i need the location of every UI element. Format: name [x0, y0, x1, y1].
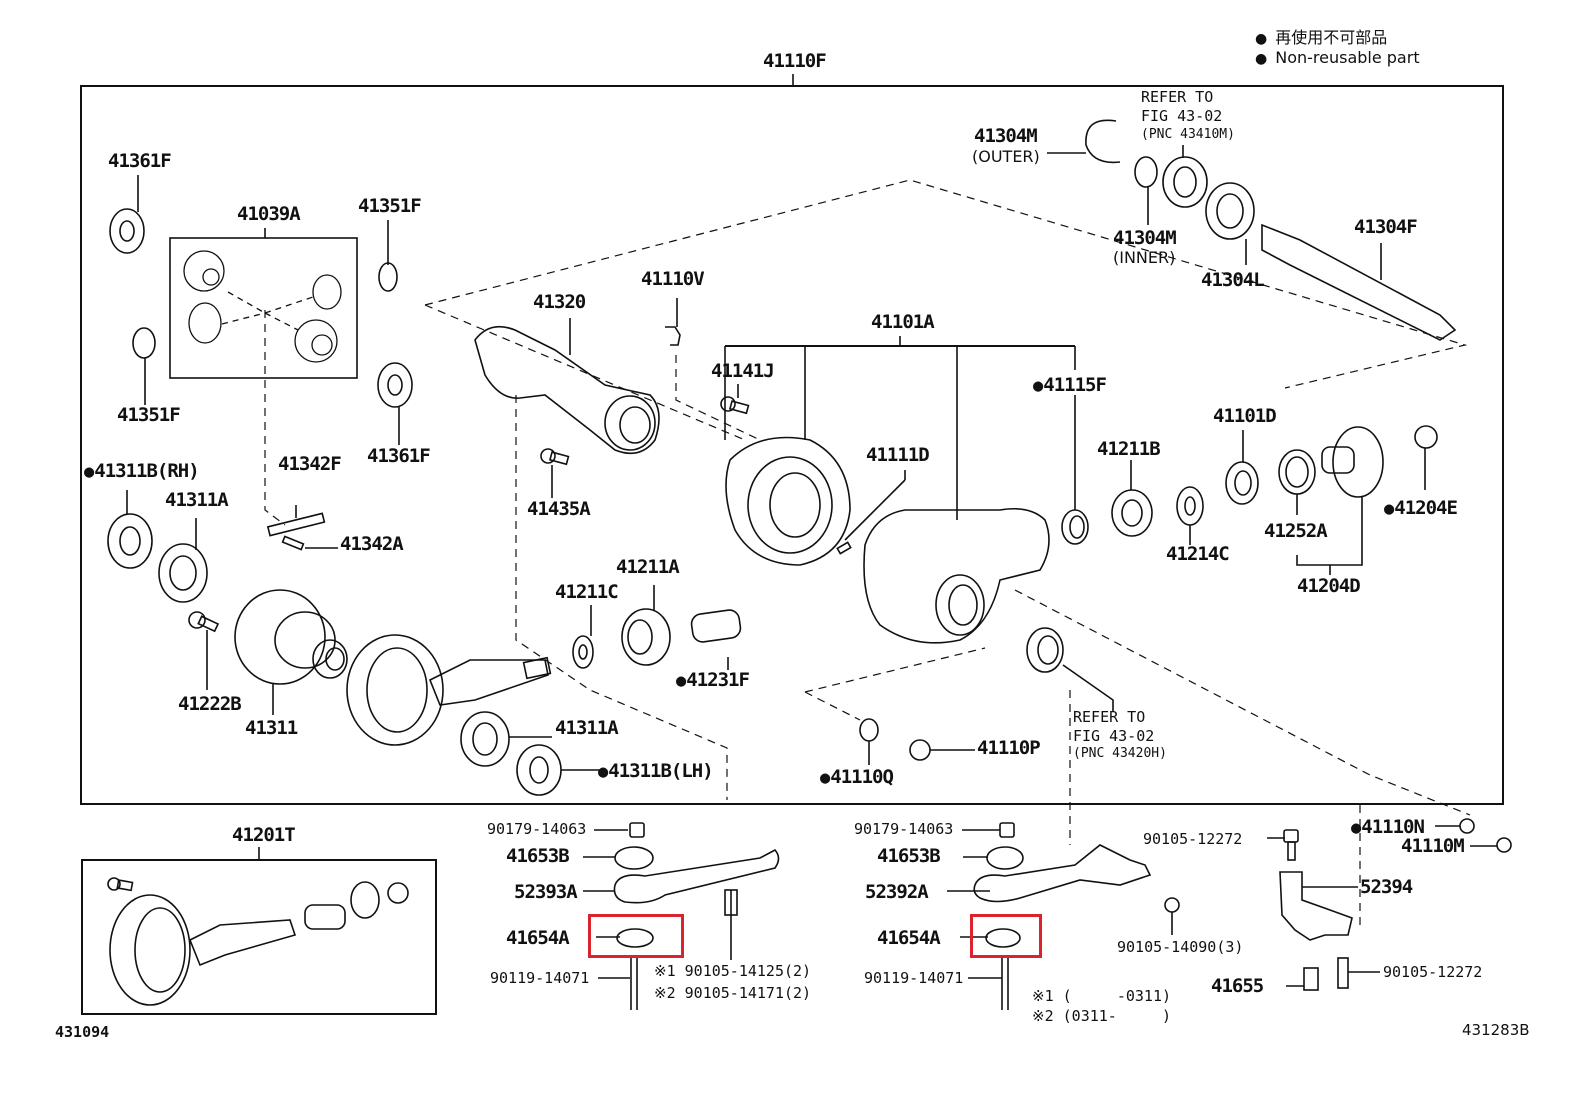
guide-lines	[264, 179, 1471, 930]
non-reusable-bullet-icon: ●	[1255, 51, 1268, 67]
part-label-41311A[interactable]: 41311A	[555, 717, 619, 739]
part-label-41211B[interactable]: 41211B	[1097, 438, 1161, 460]
note-1-right[interactable]: ※1 ( -0311)	[1032, 987, 1171, 1005]
part-label-41110N[interactable]: 41110N	[1351, 818, 1425, 837]
part-label-41654A[interactable]: 41654A	[506, 927, 570, 949]
part-label-41039A[interactable]: 41039A	[237, 203, 301, 225]
refer-note-bottom-line3[interactable]: (PNC 43420H)	[1073, 746, 1167, 761]
part-label-41222B[interactable]: 41222B	[178, 693, 242, 715]
part-label-41101A[interactable]: 41101A	[871, 311, 935, 333]
note-2-right[interactable]: ※2 (0311- )	[1032, 1007, 1171, 1025]
part-label-90179-14063[interactable]: 90179-14063	[487, 820, 587, 838]
part-label-90105-12272-top[interactable]: 90105-12272	[1143, 830, 1243, 848]
part-label-41351F[interactable]: 41351F	[117, 404, 181, 426]
part-label-41342F[interactable]: 41342F	[278, 453, 342, 475]
kit-frame	[81, 859, 437, 1015]
part-label-41351F[interactable]: 41351F	[358, 195, 422, 217]
right-mount-art	[947, 822, 1180, 1010]
part-label-52394[interactable]: 52394	[1360, 876, 1413, 898]
part-label-41115F[interactable]: 41115F	[1033, 376, 1107, 395]
part-label-41311B-lh[interactable]: 41311B(LH)	[598, 762, 713, 781]
part-label-41311B-rh[interactable]: 41311B(RH)	[84, 462, 199, 481]
bracket-art	[1267, 829, 1380, 991]
part-label-41231F[interactable]: 41231F	[676, 671, 750, 690]
part-label-41655[interactable]: 41655	[1211, 975, 1264, 997]
part-label-41654A[interactable]: 41654A	[877, 927, 941, 949]
part-label-41653B[interactable]: 41653B	[506, 845, 570, 867]
legend-en: ●Non-reusable part	[1255, 48, 1420, 67]
part-label-41110V[interactable]: 41110V	[641, 268, 705, 290]
part-label-41311A[interactable]: 41311A	[165, 489, 229, 511]
part-label-41141J[interactable]: 41141J	[711, 360, 775, 382]
carrier-housing-lines	[724, 336, 1076, 520]
assembly-frame	[80, 85, 1504, 805]
part-label-90105-14090[interactable]: 90105-14090(3)	[1117, 938, 1244, 956]
part-label-90119-14071[interactable]: 90119-14071	[490, 969, 590, 987]
part-sublabel-inner: (INNER)	[1113, 248, 1176, 267]
part-label-41110P[interactable]: 41110P	[977, 737, 1041, 759]
part-label-41101D[interactable]: 41101D	[1213, 405, 1277, 427]
highlight-box-left-41654A	[588, 914, 684, 958]
part-label-41204D[interactable]: 41204D	[1297, 575, 1361, 597]
part-label-90179-14063[interactable]: 90179-14063	[854, 820, 954, 838]
part-label-90105-12272-bottom[interactable]: 90105-12272	[1383, 963, 1483, 981]
part-label-52393A[interactable]: 52393A	[514, 881, 578, 903]
part-label-41214C[interactable]: 41214C	[1166, 543, 1230, 565]
part-label-41304M-inner[interactable]: 41304M	[1113, 227, 1177, 249]
illustration-code-left: 431094	[55, 1023, 110, 1041]
refer-note-top-line1: REFER TO	[1141, 88, 1214, 106]
part-label-90119-14071[interactable]: 90119-14071	[864, 969, 964, 987]
part-sublabel-outer: (OUTER)	[972, 147, 1040, 166]
part-label-41361F[interactable]: 41361F	[108, 150, 172, 172]
part-label-41320[interactable]: 41320	[533, 291, 586, 313]
part-label-41204E[interactable]: 41204E	[1384, 499, 1458, 518]
part-label-41201T[interactable]: 41201T	[232, 824, 296, 846]
part-label-41304M-outer[interactable]: 41304M	[974, 125, 1038, 147]
highlight-box-right-41654A	[970, 914, 1042, 958]
part-label-41653B[interactable]: 41653B	[877, 845, 941, 867]
assembly-label[interactable]: 41110F	[763, 50, 827, 72]
part-label-41435A[interactable]: 41435A	[527, 498, 591, 520]
refer-note-bottom-line2: FIG 43-02	[1073, 727, 1155, 745]
refer-note-bottom-line1: REFER TO	[1073, 708, 1146, 726]
part-label-41342A[interactable]: 41342A	[340, 533, 404, 555]
part-label-41304L[interactable]: 41304L	[1201, 269, 1265, 291]
non-reusable-bullet-icon: ●	[1255, 31, 1268, 47]
part-label-41110M[interactable]: 41110M	[1401, 835, 1465, 857]
part-label-41110Q[interactable]: 41110Q	[820, 768, 894, 787]
part-label-41211A[interactable]: 41211A	[616, 556, 680, 578]
legend-jp: ●再使用不可部品	[1255, 28, 1388, 47]
refer-note-top-line3[interactable]: (PNC 43410M)	[1141, 127, 1235, 142]
note-2-left[interactable]: ※2 90105-14171(2)	[654, 984, 812, 1002]
part-label-41111D[interactable]: 41111D	[866, 444, 930, 466]
part-label-41304F[interactable]: 41304F	[1354, 216, 1418, 238]
pinion-gear-kit-frame	[169, 237, 358, 379]
part-label-52392A[interactable]: 52392A	[865, 881, 929, 903]
refer-note-top-line2: FIG 43-02	[1141, 107, 1223, 125]
part-label-41252A[interactable]: 41252A	[1264, 520, 1328, 542]
note-1-left[interactable]: ※1 90105-14125(2)	[654, 962, 812, 980]
left-mount-art	[583, 822, 780, 1010]
part-label-41361F[interactable]: 41361F	[367, 445, 431, 467]
part-label-41311[interactable]: 41311	[245, 717, 298, 739]
part-label-41211C[interactable]: 41211C	[555, 581, 619, 603]
illustration-code-right: 431283B	[1462, 1021, 1530, 1039]
